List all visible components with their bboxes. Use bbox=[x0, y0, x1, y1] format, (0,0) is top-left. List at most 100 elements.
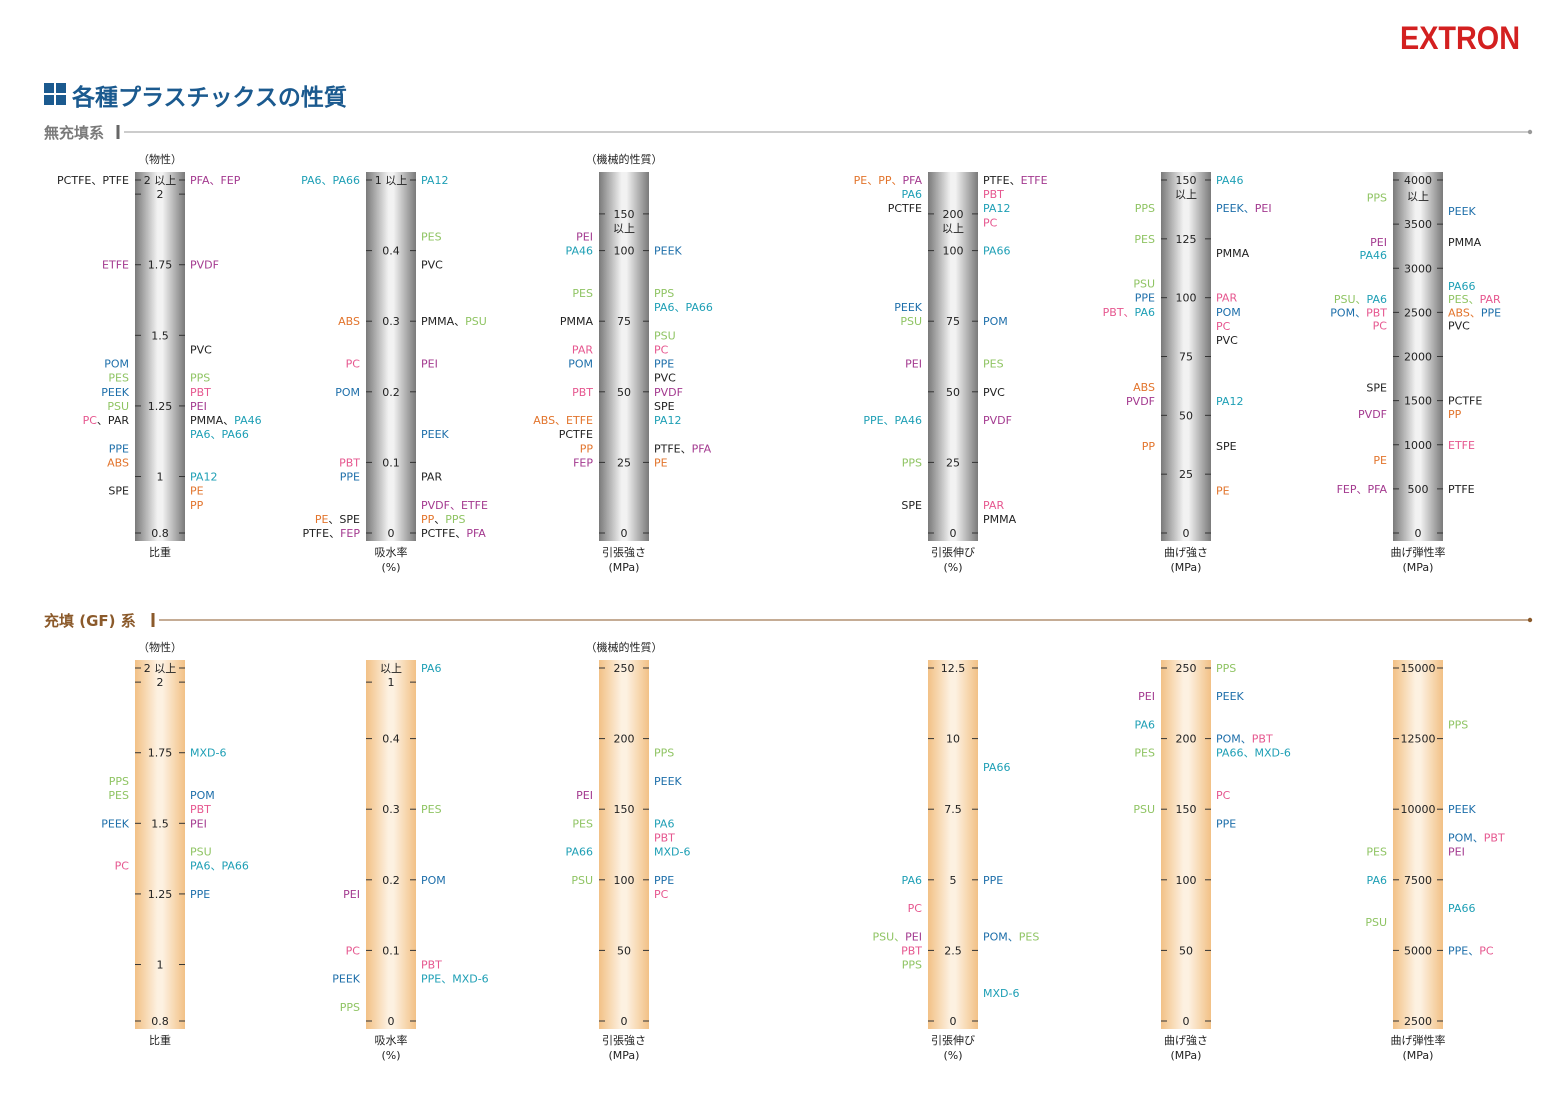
tick-label: 1000 bbox=[1404, 439, 1432, 452]
material-name: PPE bbox=[654, 358, 674, 371]
material-label-left: PTFE、FEP bbox=[302, 527, 360, 540]
material-name: PPE bbox=[190, 888, 210, 901]
material-name: PA66 bbox=[566, 846, 593, 859]
material-label-left: PC bbox=[115, 860, 130, 873]
material-name: POM bbox=[104, 358, 129, 371]
material-label-right: PVC bbox=[654, 372, 676, 385]
material-label-left: PMMA bbox=[560, 315, 594, 328]
material-name: PES、 bbox=[1448, 293, 1480, 306]
material-name: PPS bbox=[445, 513, 465, 526]
material-name: PC bbox=[654, 888, 669, 901]
material-label-right: PP bbox=[190, 499, 204, 512]
material-label-right: PEI bbox=[1448, 846, 1465, 859]
material-name: PA6 bbox=[1135, 718, 1155, 731]
scale-bar bbox=[1161, 660, 1211, 1029]
tick-label: 1.25 bbox=[148, 400, 173, 413]
scale-bar bbox=[1393, 172, 1443, 541]
material-name: PES bbox=[983, 358, 1004, 371]
material-label-left: PEEK bbox=[332, 973, 361, 986]
tick-label: 2.5 bbox=[944, 944, 962, 957]
material-name: PP bbox=[1142, 440, 1156, 453]
material-label-right: PVC bbox=[190, 343, 212, 356]
tick-label: 0 bbox=[388, 527, 395, 540]
material-label-left: PPS bbox=[1135, 202, 1155, 215]
material-label-left: PVDF bbox=[1126, 395, 1155, 408]
tick-label: 7.5 bbox=[944, 803, 962, 816]
material-name: PCTFE bbox=[559, 428, 593, 441]
material-label-right: PPS bbox=[190, 372, 210, 385]
material-name: PEI bbox=[190, 817, 207, 830]
tick-label: 0 bbox=[950, 527, 957, 540]
material-label-left: SPE bbox=[901, 499, 922, 512]
material-name: PCTFE bbox=[888, 202, 922, 215]
material-name: PEEK bbox=[421, 428, 450, 441]
material-name: PA6 bbox=[654, 817, 674, 830]
material-name: PAR bbox=[983, 499, 1004, 512]
material-name: PBT bbox=[1484, 831, 1505, 844]
tick-label: 以上 bbox=[1175, 188, 1197, 201]
material-label-right: PC bbox=[983, 216, 998, 229]
title-icon bbox=[44, 83, 66, 105]
material-name: PPS bbox=[1367, 192, 1387, 205]
material-name: 、SPE bbox=[328, 513, 360, 526]
material-label-right: PEEK bbox=[654, 775, 683, 788]
material-name: PE bbox=[654, 456, 668, 469]
tick-label: 12500 bbox=[1401, 733, 1436, 746]
material-name: PEI bbox=[905, 358, 922, 371]
material-label-left: PA6、PA66 bbox=[301, 174, 360, 187]
tick-label: 25 bbox=[1179, 468, 1193, 481]
tick-label: 0.8 bbox=[151, 527, 169, 540]
material-label-left: PEEK bbox=[894, 301, 923, 314]
material-name: PA6 bbox=[421, 662, 441, 675]
tick-label: 2 以上 bbox=[144, 174, 177, 187]
tick-label: 以上 bbox=[1407, 190, 1429, 203]
material-name: PMMA bbox=[1216, 247, 1250, 260]
axis-label: (MPa) bbox=[1403, 561, 1434, 574]
material-name: PC bbox=[1216, 320, 1231, 333]
tick-label: 150 bbox=[614, 803, 635, 816]
material-name: FEP、PFA bbox=[1337, 483, 1388, 496]
tick-label: 10000 bbox=[1401, 803, 1436, 816]
material-name: PEEK bbox=[1448, 803, 1477, 816]
material-name: POM bbox=[568, 358, 593, 371]
tick-label: 50 bbox=[946, 386, 960, 399]
material-label-left: ABS bbox=[338, 315, 360, 328]
tick-label: 75 bbox=[1179, 351, 1193, 364]
material-label-left: PSU bbox=[1133, 278, 1155, 291]
axis-label: 比重 bbox=[149, 545, 171, 559]
material-name: PC bbox=[1479, 944, 1494, 957]
tick-label: 150 bbox=[614, 208, 635, 221]
material-label-right: PPE bbox=[190, 888, 210, 901]
material-label-left: PSU、PA6 bbox=[1334, 293, 1387, 306]
material-name: PC bbox=[115, 860, 130, 873]
material-name: PES bbox=[1134, 233, 1155, 246]
tick-label: 0 bbox=[1183, 1015, 1190, 1028]
axis-label: (MPa) bbox=[609, 561, 640, 574]
material-name: PVC bbox=[983, 386, 1005, 399]
logo: EXTRON bbox=[1400, 20, 1521, 56]
material-label-right: PVC bbox=[983, 386, 1005, 399]
material-label-left: POM、PBT bbox=[1330, 306, 1387, 319]
tick-label: 100 bbox=[943, 245, 964, 258]
material-name: PES bbox=[572, 817, 593, 830]
material-name: PCTFE、PTFE bbox=[57, 174, 129, 187]
material-name: PAR bbox=[572, 343, 593, 356]
material-name: PA12 bbox=[1216, 395, 1243, 408]
material-name: PFA bbox=[466, 527, 486, 540]
material-label-left: PPE bbox=[1135, 292, 1155, 305]
material-label-right: PVDF bbox=[983, 414, 1012, 427]
tick-label: 3500 bbox=[1404, 218, 1432, 231]
material-label-left: ABS、ETFE bbox=[533, 414, 593, 427]
material-name: ETFE bbox=[1021, 174, 1048, 187]
material-name: PES bbox=[572, 287, 593, 300]
tick-label: 2 bbox=[157, 188, 164, 201]
axis-label: (MPa) bbox=[1171, 1049, 1202, 1062]
material-name: ABS、ETFE bbox=[533, 414, 593, 427]
axis-label: 曲げ強さ bbox=[1164, 546, 1208, 559]
material-label-right: PEEK bbox=[1216, 690, 1245, 703]
material-name: PPS bbox=[109, 775, 129, 788]
axis-label: (MPa) bbox=[609, 1049, 640, 1062]
tick-label: 0.2 bbox=[382, 386, 400, 399]
material-name: PEI bbox=[190, 400, 207, 413]
tick-label: 12.5 bbox=[941, 662, 966, 675]
